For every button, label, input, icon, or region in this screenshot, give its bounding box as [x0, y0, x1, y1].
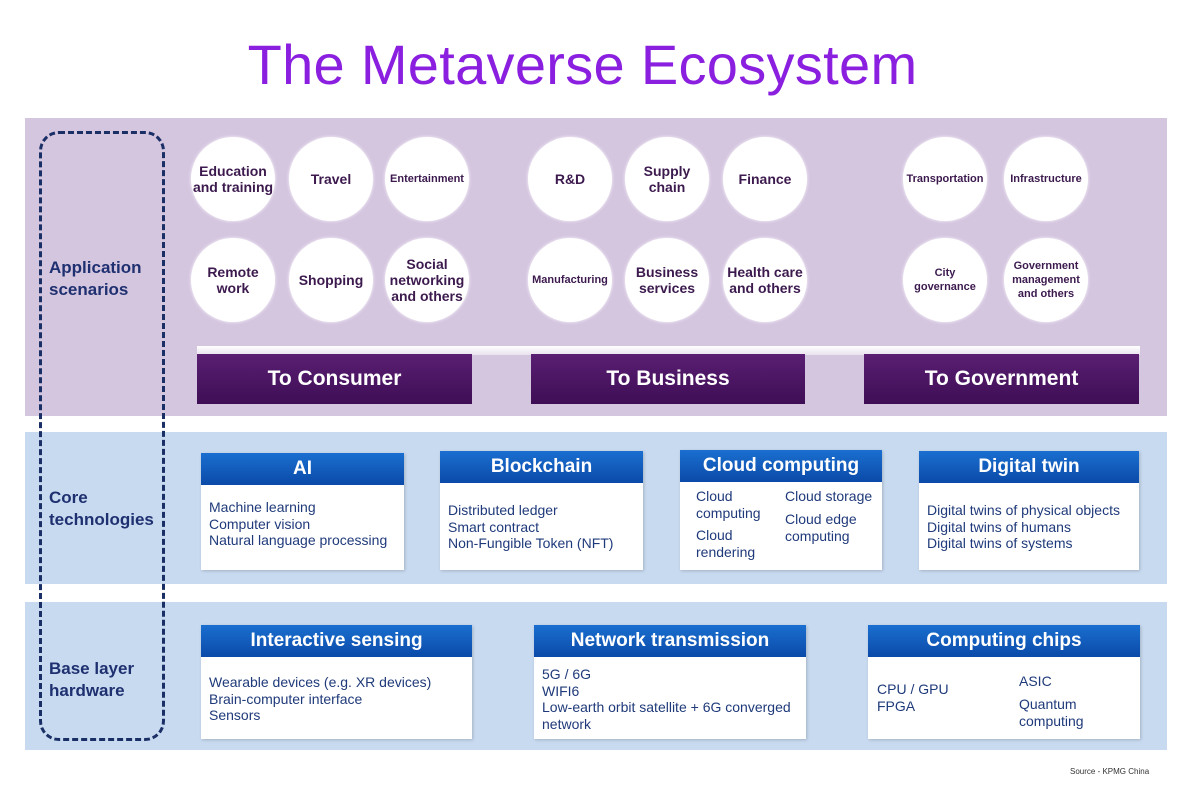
- card-title-sensing: Interactive sensing: [201, 625, 472, 657]
- scenario-business-services: Business services: [625, 238, 709, 322]
- card-cloud: Cloud computing Cloud computing Cloud re…: [680, 450, 882, 570]
- layer-label-base: Base layer hardware: [49, 659, 135, 700]
- ai-item: Computer vision: [209, 515, 311, 532]
- network-item: Low-earth orbit satellite + 6G converged…: [542, 699, 791, 732]
- card-title-blockchain: Blockchain: [440, 451, 643, 483]
- card-title-network: Network transmission: [534, 625, 806, 657]
- group-to-consumer: To Consumer: [197, 354, 472, 404]
- cloud-item: Cloud storage: [785, 488, 873, 504]
- chips-item: CPU / GPU: [877, 681, 949, 697]
- scenario-rnd: R&D: [528, 137, 612, 221]
- scenario-shelf: [197, 346, 1140, 355]
- card-interactive-sensing: Interactive sensing Wearable devices (e.…: [201, 625, 472, 739]
- scenario-transportation: Transportation: [903, 137, 987, 221]
- card-title-ai: AI: [201, 453, 404, 485]
- chips-item: FPGA: [877, 698, 916, 714]
- page-title: The Metaverse Ecosystem: [247, 33, 918, 96]
- card-network-transmission: Network transmission 5G / 6G WIFI6 Low-e…: [534, 625, 806, 739]
- scenario-remote-work: Remote work: [191, 238, 275, 322]
- layer-label-core: Core technologies: [49, 488, 154, 529]
- cloud-item: Cloud computing: [696, 488, 761, 521]
- scenario-finance: Finance: [723, 137, 807, 221]
- layer-labels-frame: [39, 131, 165, 741]
- scenario-manufacturing: Manufacturing: [528, 238, 612, 322]
- sensing-item: Brain-computer interface: [209, 690, 363, 707]
- group-to-business: To Business: [531, 354, 805, 404]
- card-title-chips: Computing chips: [868, 625, 1140, 657]
- card-title-cloud: Cloud computing: [680, 450, 882, 482]
- scenario-shopping: Shopping: [289, 238, 373, 322]
- card-blockchain: Blockchain Distributed ledger Smart cont…: [440, 451, 643, 570]
- cloud-item: Cloud edge computing: [785, 511, 857, 544]
- sensing-item: Sensors: [209, 707, 261, 723]
- scenario-government-management: Government management and others: [1004, 238, 1088, 322]
- scenario-city-governance: City governance: [903, 238, 987, 322]
- card-ai: AI Machine learning Computer vision Natu…: [201, 453, 404, 570]
- sensing-item: Wearable devices (e.g. XR devices): [209, 674, 432, 690]
- source-note: Source - KPMG China: [1070, 767, 1150, 776]
- scenario-infrastructure: Infrastructure: [1004, 137, 1088, 221]
- card-digital-twin: Digital twin Digital twins of physical o…: [919, 451, 1139, 570]
- card-title-digital-twin: Digital twin: [919, 451, 1139, 483]
- scenario-entertainment: Entertainment: [385, 137, 469, 221]
- blockchain-item: Distributed ledger: [448, 502, 558, 518]
- scenario-social-networking: Social networking and others: [385, 238, 469, 322]
- cloud-item: Cloud rendering: [696, 527, 756, 560]
- chips-item: ASIC: [1019, 673, 1052, 689]
- ai-item: Machine learning: [209, 499, 316, 515]
- chips-item: Quantum computing: [1019, 696, 1084, 729]
- network-item: WIFI6: [542, 682, 580, 699]
- ai-item: Natural language processing: [209, 532, 388, 548]
- scenario-travel: Travel: [289, 137, 373, 221]
- scenario-health-care: Health care and others: [723, 238, 807, 322]
- blockchain-item: Smart contract: [448, 518, 540, 535]
- layer-label-application: Application scenarios: [49, 258, 142, 299]
- twin-item: Digital twins of humans: [927, 518, 1071, 535]
- blockchain-item: Non-Fungible Token (NFT): [448, 535, 614, 551]
- twin-item: Digital twins of systems: [927, 535, 1073, 551]
- card-computing-chips: Computing chips CPU / GPU FPGA ASIC Quan…: [868, 625, 1140, 739]
- twin-item: Digital twins of physical objects: [927, 502, 1120, 518]
- group-to-government: To Government: [864, 354, 1139, 404]
- network-item: 5G / 6G: [542, 666, 592, 682]
- scenario-supply-chain: Supply chain: [625, 137, 709, 221]
- scenario-education: Education and training: [191, 137, 275, 221]
